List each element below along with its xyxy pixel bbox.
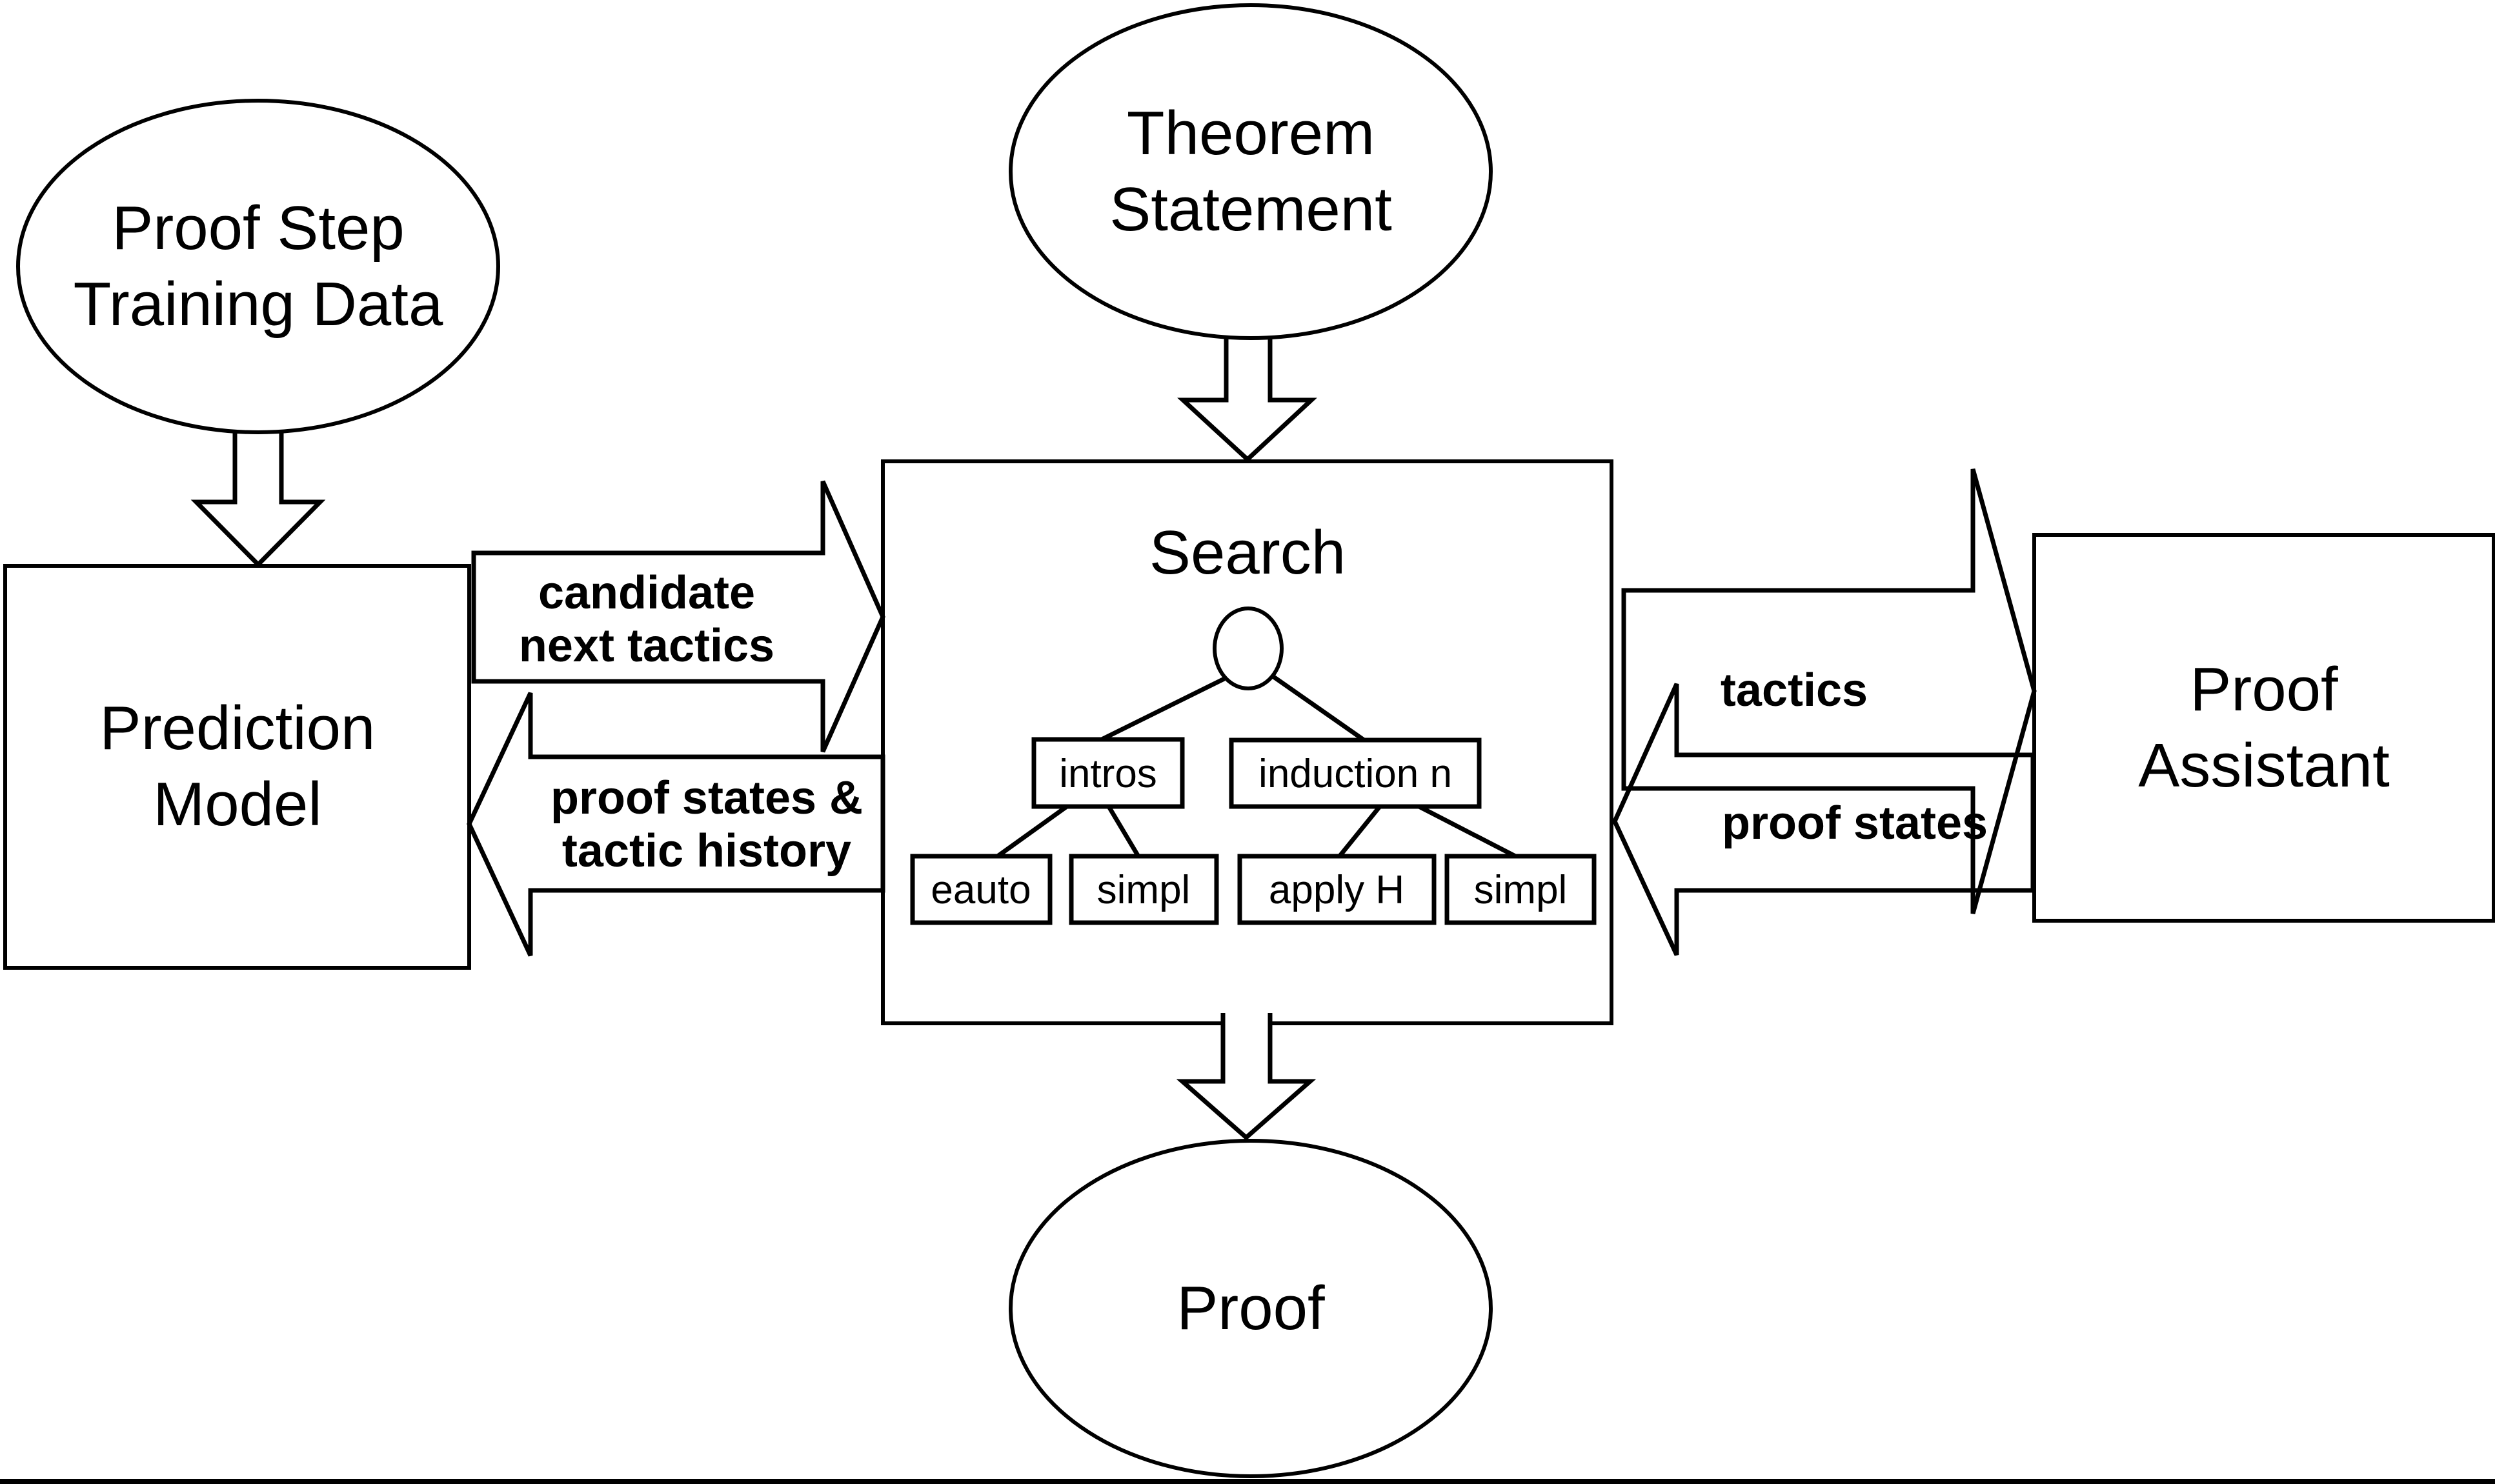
tree-node-simpl2-label: simpl [1473, 868, 1568, 912]
search-title: Search [1149, 518, 1346, 587]
tree-node-induction-label: induction n [1258, 752, 1452, 796]
tree-node-intros-box [1031, 737, 1185, 809]
prediction-line2: Model [153, 770, 322, 839]
psh-line1: proof states & [550, 772, 864, 824]
tree-node-simpl2-box [1444, 854, 1597, 925]
theorem-statement-label: Theorem Statement [1109, 95, 1392, 248]
proof-assistant-label: Proof Assistant [2138, 652, 2389, 804]
proof-states-history-label: proof states & tactic history [551, 772, 863, 877]
tree-node-eauto-label: eauto [931, 868, 1031, 912]
edge-intros-eauto [994, 805, 1069, 859]
edge-induction-applyh [1337, 801, 1384, 859]
tree-node-simpl1-box [1069, 854, 1219, 925]
edge-root-intros [1098, 676, 1226, 743]
proof-ellipse [1009, 1139, 1493, 1478]
training-data-line1: Proof Step [112, 194, 405, 263]
arrow-candidate-next-tactics [471, 480, 885, 753]
arrow-tactics [1621, 468, 2037, 914]
theorem-line1: Theorem [1126, 99, 1375, 168]
proof-assistant-box [2032, 533, 2495, 923]
arrow-theorem-to-search [1177, 338, 1317, 463]
assistant-line1: Proof [2190, 655, 2338, 724]
training-data-ellipse [16, 99, 500, 434]
edge-root-induction [1271, 674, 1367, 743]
prediction-line1: Prediction [99, 694, 376, 763]
bottom-rule [0, 1479, 2495, 1484]
tree-root-circle [1213, 607, 1284, 690]
training-data-line2: Training Data [73, 270, 443, 339]
prediction-model-label: Prediction Model [100, 690, 376, 843]
edge-intros-simpl [1106, 805, 1142, 859]
tree-node-induction-box [1229, 737, 1482, 809]
arrow-training-to-model [190, 431, 326, 568]
theorem-line2: Statement [1109, 175, 1392, 244]
arrow-proof-states [1612, 683, 2035, 956]
proof-label: Proof [1177, 1274, 1325, 1343]
tree-node-simpl1-label: simpl [1096, 868, 1191, 912]
candidate-line1: candidate [538, 567, 756, 619]
tree-node-applyh-box [1237, 854, 1437, 925]
proof-states-label: proof states [1721, 797, 1988, 849]
arrow-proof-states-tactic-history [467, 692, 885, 957]
prediction-model-box [3, 564, 471, 970]
candidate-line2: next tactics [518, 620, 775, 672]
tree-node-intros-label: intros [1059, 752, 1157, 796]
tree-node-eauto-box [910, 854, 1053, 925]
psh-line2: tactic history [561, 825, 852, 877]
edge-induction-simpl [1411, 801, 1519, 860]
arrow-search-to-proof-fill [1182, 1013, 1310, 1138]
candidate-next-tactics-label: candidate next tactics [519, 567, 774, 672]
training-data-label: Proof Step Training Data [74, 190, 443, 343]
assistant-line2: Assistant [2138, 731, 2390, 800]
tactics-label: tactics [1720, 665, 1868, 716]
theorem-statement-ellipse [1009, 3, 1493, 340]
tree-node-applyh-label: apply H [1268, 868, 1405, 912]
arrow-search-to-proof [1176, 1013, 1317, 1141]
